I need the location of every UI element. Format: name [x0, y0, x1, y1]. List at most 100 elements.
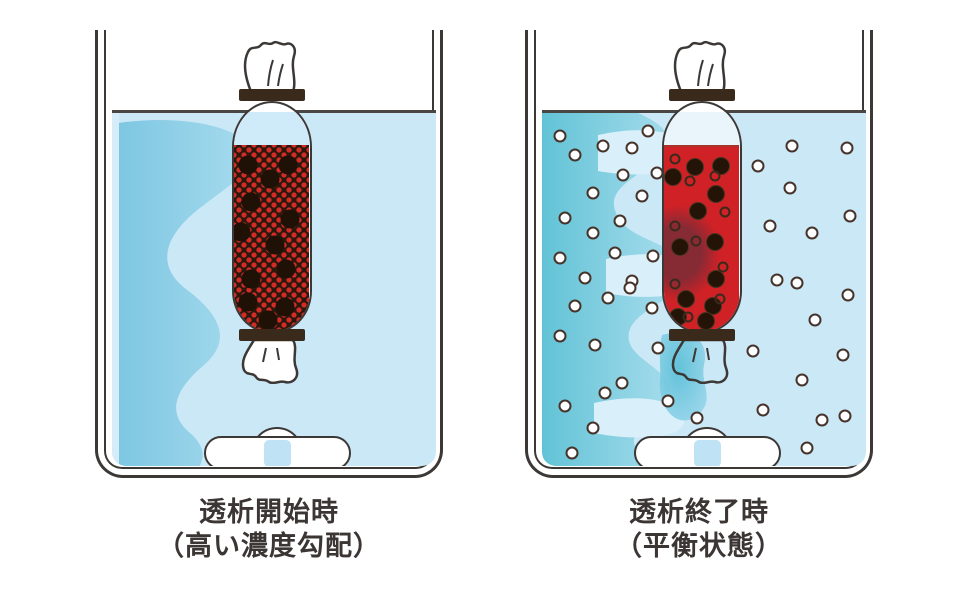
protein-blob [238, 155, 258, 175]
bag-ring [669, 278, 681, 290]
left-dialysis-bag [232, 101, 312, 333]
dialysate-circle [588, 338, 602, 352]
dialysate-circle [586, 186, 600, 200]
bag-ring [690, 235, 702, 247]
dialysate-circle [608, 246, 622, 260]
protein-blob [258, 310, 278, 330]
dialysate-circle [558, 211, 572, 225]
left-caption: 透析開始時 （高い濃度勾配） [95, 496, 443, 564]
dialysate-circle [815, 413, 829, 427]
dialysate-circle [598, 386, 612, 400]
protein-blob [234, 222, 251, 242]
left-bag-concentrated-sample [234, 145, 309, 331]
left-caption-line2: （高い濃度勾配） [157, 531, 381, 562]
dialysate-circle [596, 139, 610, 153]
dialysate-circle [553, 329, 567, 343]
dialysate-circle [790, 276, 804, 290]
dialysate-circle [615, 376, 629, 390]
right-caption-line1: 透析終了時 [629, 497, 769, 528]
left-bag-protein-layer [234, 145, 309, 331]
dialysate-circle [616, 168, 630, 182]
dialysate-circle [661, 394, 675, 408]
dialysate-circle [586, 421, 600, 435]
right-dialysis-bag [662, 101, 742, 333]
dialysate-circle [808, 313, 822, 327]
left-stirbar-magnet [264, 440, 291, 466]
right-bag-equilibrated-sample [664, 145, 739, 331]
bag-ring [682, 311, 694, 323]
dialysate-circle [651, 341, 665, 355]
dialysate-circle [785, 139, 799, 153]
dialysate-circle [641, 124, 655, 138]
right-beaker-outer-wall [525, 30, 873, 478]
protein-blob [241, 269, 261, 289]
right-stirbar-magnet [694, 440, 721, 466]
dialysate-circle [770, 273, 784, 287]
protein-blob [238, 292, 258, 312]
left-bag-top-clip [239, 89, 305, 101]
right-bag-top-clip [669, 89, 735, 101]
dialysate-circle [756, 403, 770, 417]
dialysate-circle [843, 209, 857, 223]
dialysate-circle [805, 226, 819, 240]
dialysate-circle [565, 446, 579, 460]
bag-ring [709, 170, 721, 182]
dialysate-circle [800, 441, 814, 455]
dialysate-circle [558, 399, 572, 413]
right-bag-top-knot [673, 40, 726, 94]
protein-blob [241, 192, 261, 212]
left-bag-bottom-clip [239, 329, 305, 341]
dialysate-molecules-layer [542, 113, 866, 466]
dialysate-circle [635, 189, 649, 203]
dialysate-circle [841, 288, 855, 302]
right-bag-headspace [664, 112, 740, 145]
bag-black-dot [671, 238, 689, 256]
right-bag-protein-layer [664, 147, 739, 331]
left-concentration-wave [112, 113, 253, 466]
protein-blob [265, 235, 285, 255]
dialysate-circle [625, 141, 639, 155]
dialysate-circle [690, 411, 704, 425]
dialysate-circle [568, 299, 582, 313]
dialysate-circle [840, 141, 854, 155]
dialysate-circle [613, 214, 627, 228]
dialysate-circle [553, 251, 567, 265]
bag-ring [669, 220, 681, 232]
dialysate-circle [836, 348, 850, 362]
bag-ring [684, 175, 696, 187]
bag-black-dot [689, 202, 707, 220]
bag-black-dot [686, 158, 704, 176]
protein-blob [278, 155, 298, 175]
dialysate-circle [586, 226, 600, 240]
bag-ring [669, 153, 681, 165]
dialysate-circle [553, 129, 567, 143]
dialysate-circle [568, 148, 582, 162]
bag-black-dot [677, 290, 695, 308]
dialysate-circle [578, 271, 592, 285]
dialysate-circle [783, 181, 797, 195]
right-bag-small-molecule-layer [664, 147, 739, 331]
bag-ring [714, 293, 726, 305]
dialysate-circle [795, 373, 809, 387]
left-caption-line1: 透析開始時 [199, 497, 339, 528]
right-caption-line2: （平衡状態） [615, 531, 783, 562]
bag-black-dot [706, 233, 724, 251]
left-bag-top-knot [243, 40, 296, 94]
bag-ring [717, 261, 729, 273]
protein-blob [275, 297, 295, 317]
right-bag-bottom-clip [669, 329, 735, 341]
dialysate-circle [751, 159, 765, 173]
left-bag-bottom-knot [241, 340, 299, 384]
bag-black-dot [707, 185, 725, 203]
bag-ring [719, 206, 731, 218]
right-caption: 透析終了時 （平衡状態） [525, 496, 873, 564]
dialysate-circle [763, 219, 777, 233]
dialysate-circle [838, 409, 852, 423]
protein-blob [276, 259, 296, 279]
right-bag-bottom-knot [671, 340, 729, 384]
protein-blob [280, 209, 300, 229]
dialysate-circle [623, 281, 637, 295]
dialysate-circle [646, 249, 660, 263]
dialysate-circle [601, 291, 615, 305]
